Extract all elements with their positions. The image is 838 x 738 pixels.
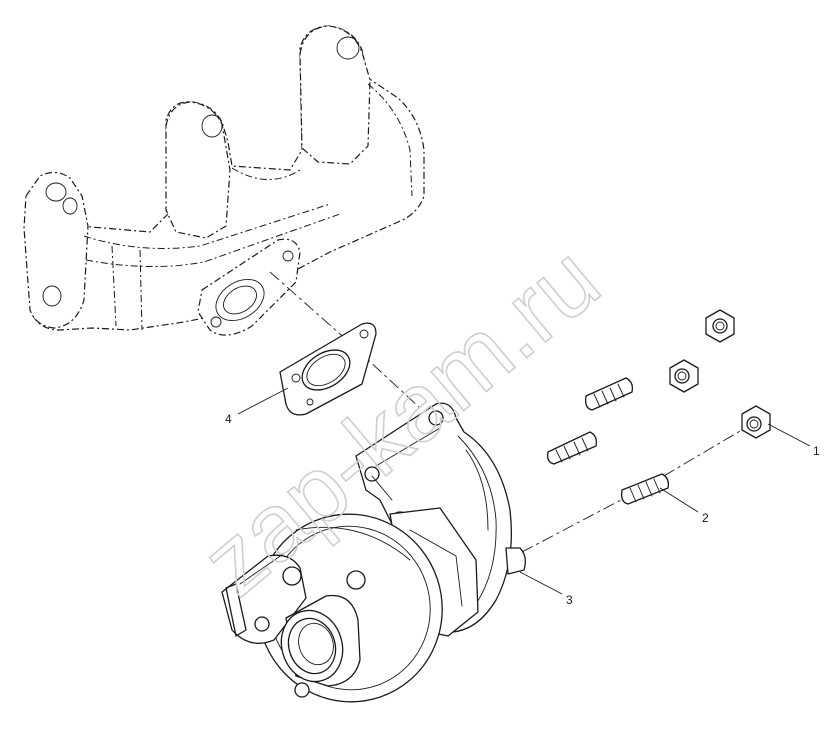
nut-upper [705,309,735,343]
nut-middle [669,359,699,393]
stud-lower [620,473,670,505]
leader-1 [767,423,811,447]
nut-lower [741,405,771,439]
leader-2 [659,487,699,513]
leader-4 [237,387,289,415]
assembly-centerline-gasket [269,271,421,409]
callout-2: 2 [702,511,709,525]
leader-3 [519,571,563,595]
turbocharger [221,402,526,703]
exhaust-manifold-phantom [23,25,425,336]
callout-4: 4 [225,412,232,426]
stud-middle [546,431,598,465]
callout-3: 3 [566,593,573,607]
stud-upper [584,377,634,411]
callout-1: 1 [813,444,820,458]
gasket [279,322,377,416]
